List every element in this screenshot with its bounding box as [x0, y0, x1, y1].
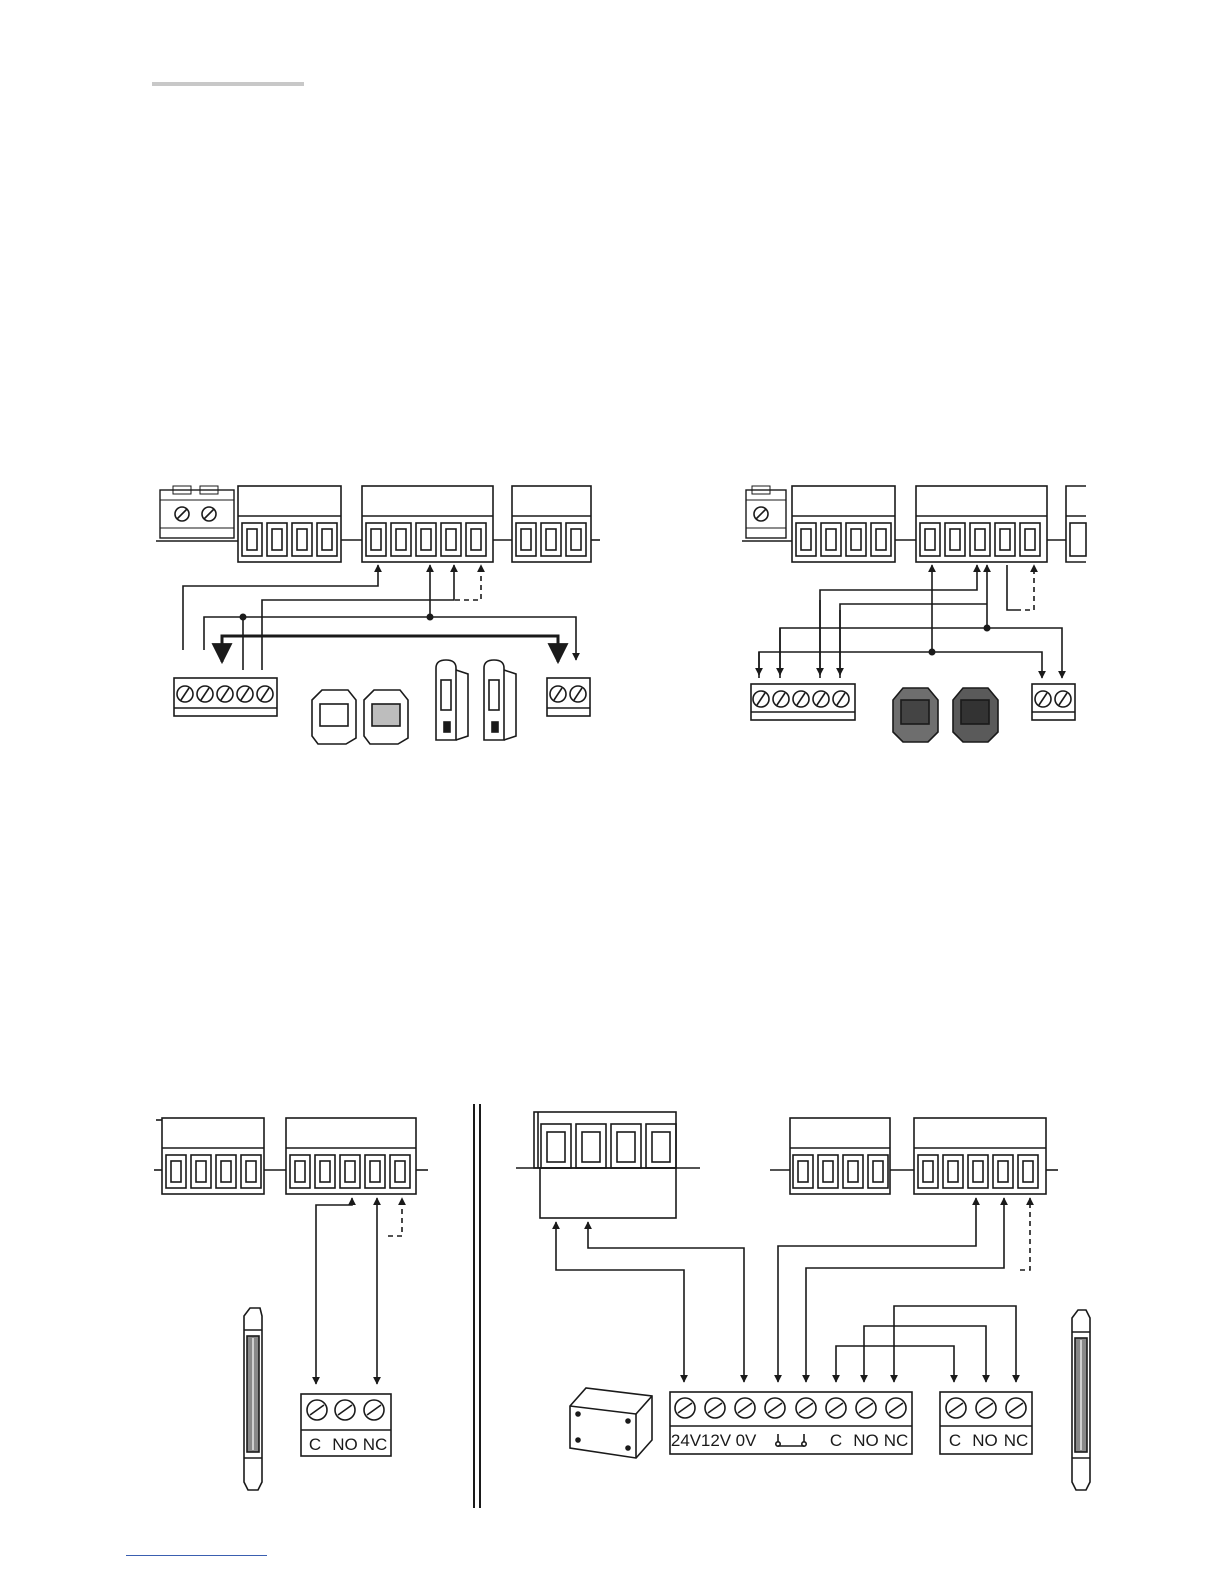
terminal-block-3pole	[512, 486, 600, 562]
relay-box-icon	[570, 1388, 652, 1458]
safety-edge-icon	[1072, 1310, 1090, 1490]
terminal-block-4pole	[238, 486, 362, 562]
label-no: NO	[332, 1435, 358, 1454]
label-nc: NC	[1004, 1431, 1029, 1450]
label-nc: NC	[363, 1435, 388, 1454]
diagram-top-right	[742, 486, 1086, 742]
photocell-pair-icon	[312, 690, 408, 744]
column-photocell-icon	[436, 660, 516, 740]
terminal-block-5pole	[914, 1118, 1058, 1194]
safety-edge-icon	[244, 1308, 262, 1490]
footer-link-underline	[126, 1555, 267, 1556]
device-terminal-strip-5	[174, 678, 277, 716]
label-c: C	[830, 1431, 842, 1450]
device-terminal-strip-2	[1032, 684, 1075, 720]
wires	[316, 1198, 402, 1384]
input-contact-symbol	[776, 1434, 806, 1446]
fuse-block	[156, 486, 238, 541]
label-0v: 0V	[736, 1431, 757, 1450]
terminal-block-5pole	[916, 486, 1066, 562]
device-terminal-strip-2	[547, 678, 590, 716]
photocell-pair-icon	[893, 688, 998, 742]
terminal-block-4pole	[792, 486, 916, 562]
diagram-top-left	[156, 486, 600, 744]
wires	[759, 565, 1062, 678]
terminal-block-5pole	[362, 486, 512, 562]
label-12v: 12V	[701, 1431, 732, 1450]
fuse-block	[742, 486, 792, 541]
label-c: C	[309, 1435, 321, 1454]
label-nc: NC	[884, 1431, 909, 1450]
terminal-block-partial	[1066, 486, 1086, 562]
terminal-block-5pole	[286, 1118, 428, 1194]
label-no: NO	[853, 1431, 879, 1450]
wires	[183, 565, 576, 670]
label-24v: 24V	[671, 1431, 702, 1450]
wires	[556, 1198, 1030, 1382]
terminal-block-4pole	[154, 1118, 286, 1194]
power-terminal-block	[516, 1112, 700, 1218]
device-terminal-strip-5	[751, 684, 855, 720]
terminal-block-4pole	[770, 1118, 914, 1194]
label-c: C	[949, 1431, 961, 1450]
label-no: NO	[972, 1431, 998, 1450]
